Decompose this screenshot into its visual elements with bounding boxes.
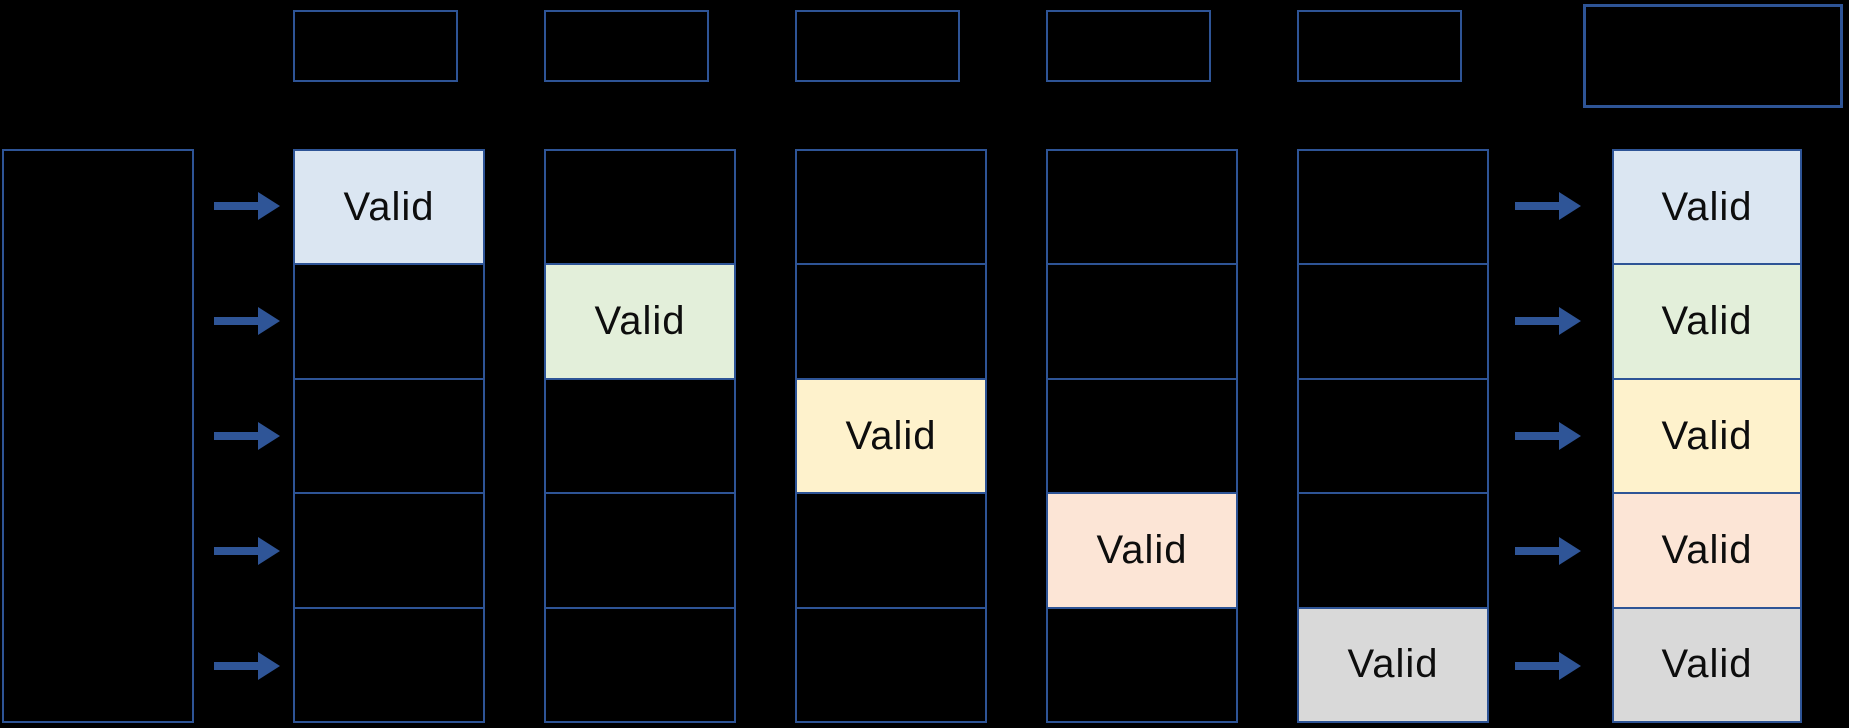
right-arrow-1-icon — [1515, 191, 1581, 221]
valid-label: Valid — [1096, 527, 1188, 572]
column-3: Valid — [795, 149, 987, 723]
column-4-valid-cell: Valid — [1048, 494, 1236, 609]
column-1-valid-cell: Valid — [295, 151, 483, 266]
column-2-cell-5 — [546, 609, 734, 721]
column-5: Valid — [1297, 149, 1489, 723]
top-box-5 — [1297, 10, 1462, 82]
column-2-cell-4 — [546, 494, 734, 609]
right-arrow-4-icon — [1515, 536, 1581, 566]
top-box-1 — [293, 10, 458, 82]
column-3-cell-4 — [797, 494, 985, 609]
valid-label: Valid — [1661, 527, 1753, 572]
valid-label: Valid — [1347, 642, 1439, 687]
right-arrow-3-icon — [1515, 421, 1581, 451]
top-box-4 — [1046, 10, 1211, 82]
column-5-valid-cell: Valid — [1299, 608, 1487, 722]
column-4-cell-1 — [1048, 151, 1236, 266]
column-3-cell-5 — [797, 609, 985, 721]
right-arrow-5-icon — [1515, 651, 1581, 681]
column-6-valid-cell-5: Valid — [1614, 608, 1800, 722]
column-5-cell-2 — [1299, 265, 1487, 380]
valid-label: Valid — [594, 299, 686, 344]
column-2-cell-1 — [546, 151, 734, 266]
column-1-cell-3 — [295, 380, 483, 495]
column-1-cell-5 — [295, 609, 483, 721]
column-5-cell-3 — [1299, 380, 1487, 495]
right-arrow-2-icon — [1515, 306, 1581, 336]
left-arrow-5-icon — [214, 651, 280, 681]
column-3-cell-2 — [797, 265, 985, 380]
column-2-cell-3 — [546, 380, 734, 495]
column-6: Valid Valid Valid Valid Valid — [1612, 149, 1802, 723]
column-5-cell-4 — [1299, 494, 1487, 609]
column-5-cell-1 — [1299, 151, 1487, 266]
column-1: Valid — [293, 149, 485, 723]
column-6-valid-cell-4: Valid — [1614, 494, 1800, 609]
column-4-cell-2 — [1048, 265, 1236, 380]
left-arrow-2-icon — [214, 306, 280, 336]
left-arrow-1-icon — [214, 191, 280, 221]
valid-label: Valid — [1661, 184, 1753, 229]
column-6-valid-cell-3: Valid — [1614, 379, 1800, 495]
valid-label: Valid — [1661, 413, 1753, 458]
column-4-cell-3 — [1048, 380, 1236, 495]
valid-label: Valid — [1661, 642, 1753, 687]
column-3-cell-1 — [797, 151, 985, 266]
source-box — [2, 149, 194, 723]
column-1-cell-4 — [295, 494, 483, 609]
valid-label: Valid — [343, 184, 435, 229]
column-4: Valid — [1046, 149, 1238, 723]
top-box-3 — [795, 10, 960, 82]
top-box-2 — [544, 10, 709, 82]
valid-label: Valid — [845, 413, 937, 458]
column-4-cell-5 — [1048, 609, 1236, 721]
column-2: Valid — [544, 149, 736, 723]
column-2-valid-cell: Valid — [546, 265, 734, 380]
valid-label: Valid — [1661, 299, 1753, 344]
column-6-valid-cell-2: Valid — [1614, 265, 1800, 380]
left-arrow-3-icon — [214, 421, 280, 451]
column-6-valid-cell-1: Valid — [1614, 151, 1800, 266]
left-arrow-4-icon — [214, 536, 280, 566]
column-1-cell-2 — [295, 265, 483, 380]
column-3-valid-cell: Valid — [797, 379, 985, 495]
top-box-right-large — [1583, 4, 1843, 108]
